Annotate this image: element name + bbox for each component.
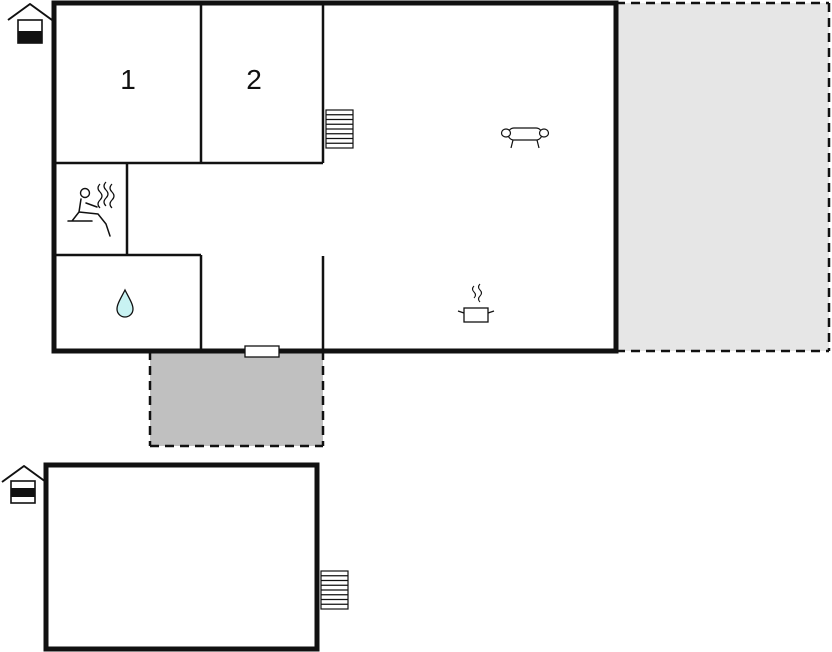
- house-icon: [7, 3, 53, 44]
- sofa-icon: [500, 127, 550, 149]
- stairs-icon: [320, 570, 349, 610]
- room-label-bedroom-2: 2: [246, 64, 262, 95]
- terrace-right: [616, 1, 831, 353]
- main-building: [51, 0, 619, 354]
- terrace-entrance: [148, 351, 325, 448]
- window-icon: [244, 345, 280, 358]
- house-icon: [1, 465, 47, 504]
- annex-building: [43, 462, 320, 652]
- interior-walls: [54, 3, 325, 351]
- room-label-bedroom-1: 1: [120, 64, 136, 95]
- water-drop-icon: [116, 288, 134, 318]
- cooking-pot-icon: [457, 283, 495, 323]
- stairs-icon: [325, 109, 354, 149]
- sauna-icon: [67, 181, 115, 237]
